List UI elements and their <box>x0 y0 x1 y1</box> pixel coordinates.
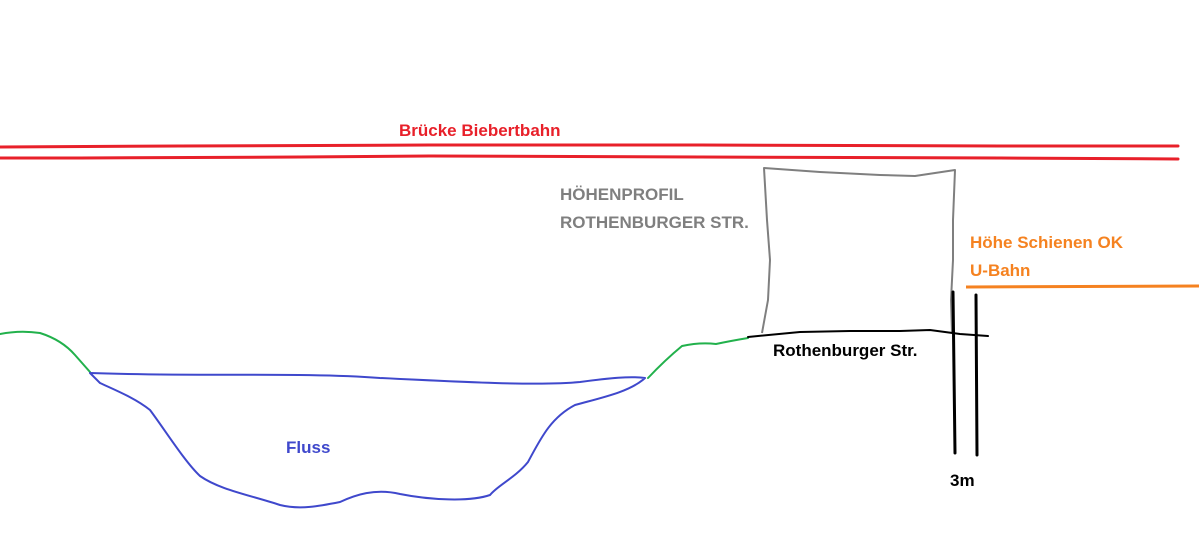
rail-height-line <box>965 284 1199 289</box>
dimension-bar-right <box>974 293 979 457</box>
rail-label-line2: U-Bahn <box>970 261 1030 280</box>
profile-label-line1: HÖHENPROFIL <box>560 185 684 204</box>
bridge-line-upper <box>0 143 1180 149</box>
terrain-right-bank <box>647 337 749 379</box>
river-outline <box>89 372 646 509</box>
dimension-bars <box>951 290 979 457</box>
river-label: Fluss <box>286 438 330 457</box>
street-label: Rothenburger Str. <box>773 341 918 360</box>
rail-label-line1: Höhe Schienen OK <box>970 233 1124 252</box>
terrain <box>0 330 749 379</box>
terrain-left-bank <box>0 330 91 373</box>
bridge-line-lower <box>0 154 1180 161</box>
street-height-profile <box>761 167 956 334</box>
bridge-lines <box>0 143 1180 161</box>
street-surface-line <box>747 328 989 338</box>
profile-label-line2: ROTHENBURGER STR. <box>560 213 749 232</box>
bridge-label: Brücke Biebertbahn <box>399 121 561 140</box>
dimension-label: 3m <box>950 471 975 490</box>
dimension-bar-left <box>951 290 957 455</box>
